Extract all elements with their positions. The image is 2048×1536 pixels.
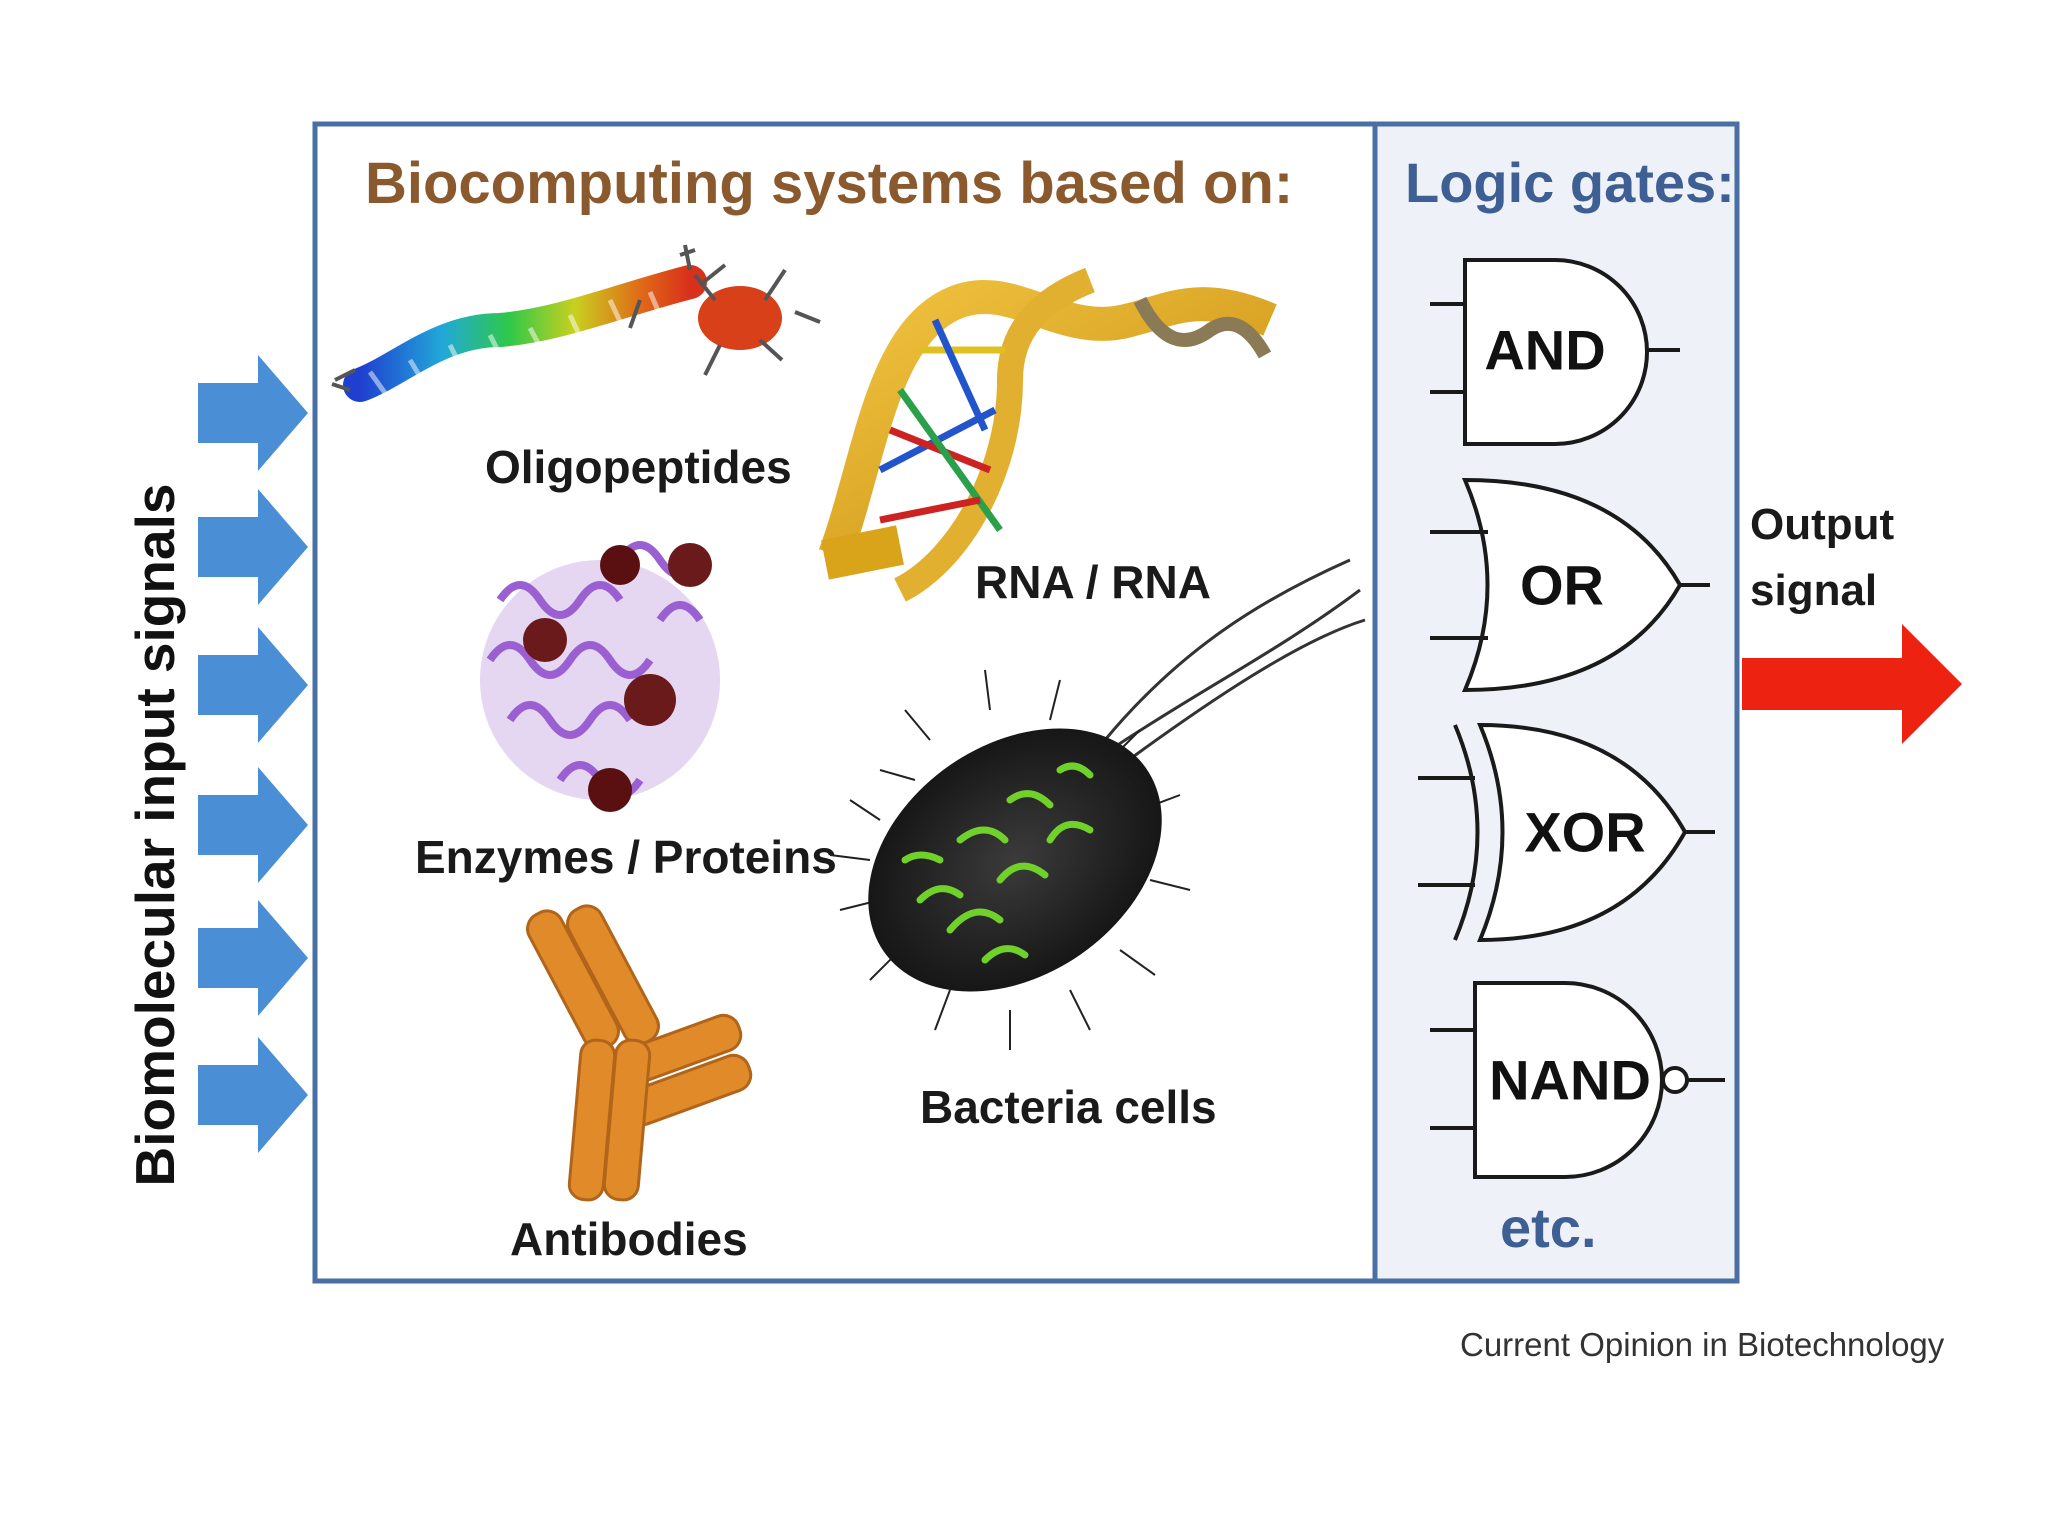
gates-etc: etc. bbox=[1500, 1196, 1597, 1259]
protein-structure-icon bbox=[480, 541, 720, 812]
input-arrow bbox=[198, 627, 308, 743]
input-arrow bbox=[198, 355, 308, 471]
label-oligopeptides: Oligopeptides bbox=[485, 441, 792, 493]
or-gate bbox=[1430, 477, 1710, 693]
input-arrows bbox=[198, 355, 308, 1153]
input-arrow bbox=[198, 900, 308, 1016]
bacterium-icon bbox=[829, 558, 1366, 1050]
panel-title: Biocomputing systems based on: bbox=[365, 151, 1294, 216]
xor-gate bbox=[1418, 722, 1715, 943]
or-gate-label: OR bbox=[1520, 553, 1604, 617]
and-gate bbox=[1430, 258, 1680, 446]
peptide-helix-icon bbox=[331, 244, 821, 402]
output-label-line2: signal bbox=[1750, 566, 1878, 615]
label-rna: RNA / RNA bbox=[975, 556, 1211, 608]
input-arrow bbox=[198, 767, 308, 883]
input-arrow bbox=[198, 1037, 308, 1153]
antibody-icon bbox=[526, 904, 753, 1202]
input-arrow bbox=[198, 489, 308, 605]
xor-gate-label: XOR bbox=[1524, 800, 1646, 864]
dna-helix-icon bbox=[819, 267, 1277, 602]
output-label-line1: Output bbox=[1750, 500, 1895, 549]
label-bacteria: Bacteria cells bbox=[920, 1081, 1217, 1133]
and-gate-label: AND bbox=[1484, 318, 1606, 382]
label-enzymes-proteins: Enzymes / Proteins bbox=[415, 831, 837, 883]
nand-gate-label: NAND bbox=[1489, 1048, 1651, 1112]
label-antibodies: Antibodies bbox=[510, 1213, 748, 1265]
source-credit: Current Opinion in Biotechnology bbox=[1460, 1326, 1945, 1363]
input-signals-label: Biomolecular input signals bbox=[124, 483, 186, 1187]
nand-gate bbox=[1430, 981, 1725, 1179]
output-arrow bbox=[1742, 624, 1962, 744]
gates-title: Logic gates: bbox=[1405, 151, 1735, 214]
